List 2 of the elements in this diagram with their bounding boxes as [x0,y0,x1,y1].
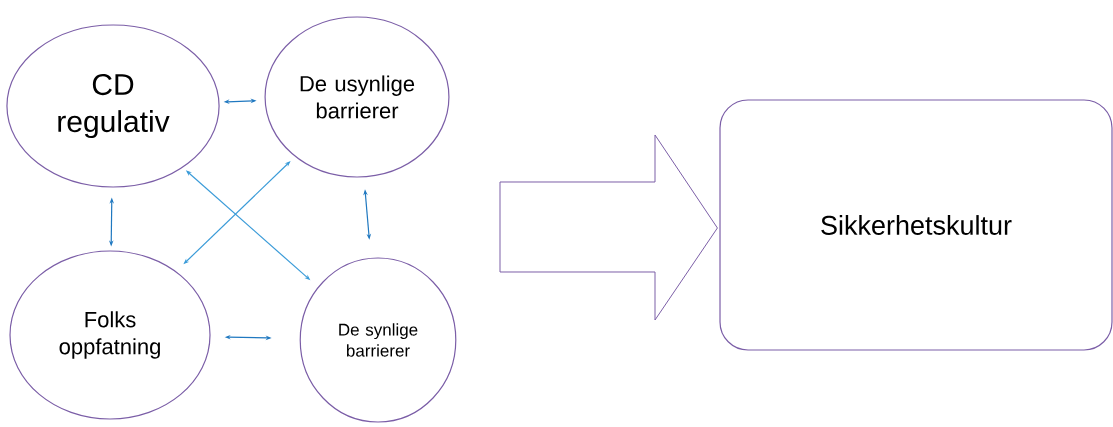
block-arrow [499,134,718,321]
result-box: Sikkerhetskultur [719,99,1113,351]
